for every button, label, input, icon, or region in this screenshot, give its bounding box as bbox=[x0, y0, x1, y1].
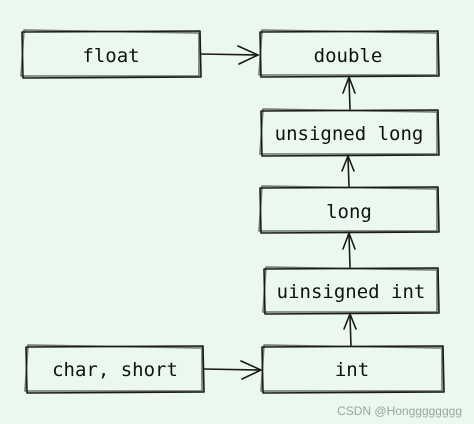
node-long-label: long bbox=[326, 201, 372, 223]
node-float-label: float bbox=[82, 45, 139, 67]
node-double: double bbox=[258, 29, 440, 78]
arrow-float-to-double bbox=[200, 45, 260, 65]
node-uinsigned-int: uinsigned int bbox=[262, 266, 440, 315]
node-long: long bbox=[258, 185, 440, 234]
node-int-label: int bbox=[335, 359, 369, 381]
arrow-unsigned-long-to-double bbox=[342, 74, 356, 110]
node-double-label: double bbox=[314, 45, 383, 67]
arrow-int-to-uinsigned-int bbox=[343, 311, 357, 347]
watermark: CSDN @Hongggggggg bbox=[337, 404, 462, 418]
node-uinsigned-int-label: uinsigned int bbox=[277, 281, 426, 303]
node-float: float bbox=[20, 29, 202, 79]
node-int: int bbox=[260, 344, 445, 394]
node-char-short-label: char, short bbox=[52, 359, 178, 381]
arrow-char-short-to-int bbox=[203, 360, 263, 380]
node-char-short: char, short bbox=[24, 344, 205, 394]
arrow-uinsigned-int-to-long bbox=[342, 230, 356, 268]
node-unsigned-long: unsigned long bbox=[259, 108, 440, 157]
node-unsigned-long-label: unsigned long bbox=[275, 123, 424, 145]
arrow-long-to-unsigned-long bbox=[341, 153, 355, 187]
